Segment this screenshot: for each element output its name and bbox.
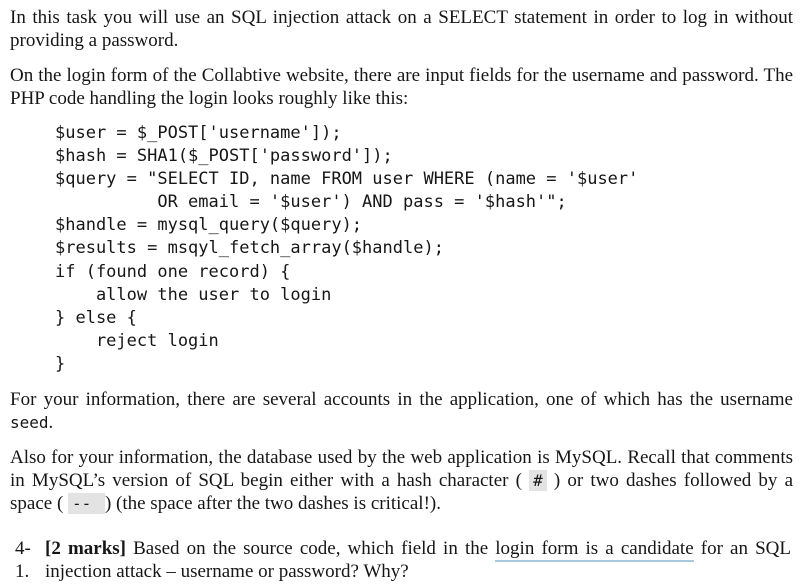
code-line-close-brace: }	[55, 353, 66, 374]
code-line-if: if (found one record) {	[55, 261, 291, 282]
code-line-allow: allow the user to login	[55, 284, 332, 305]
code-line-hash: $hash = SHA1($_POST['password']);	[55, 146, 393, 167]
code-line-query-2: OR email = '$user') AND pass = '$hash'";	[55, 192, 567, 213]
accounts-text-after: .	[48, 412, 54, 434]
underlined-phrase: login form is a candidate	[495, 538, 694, 563]
question-number: 4-1.	[15, 538, 31, 583]
code-line-results: $results = msqyl_fetch_array($handle);	[55, 238, 444, 259]
paragraph-mysql-comments: Also for your information, the database …	[10, 446, 793, 515]
question-marks: [2 marks]	[45, 538, 126, 560]
php-code-block: $user = $_POST['username']); $hash = SHA…	[55, 122, 793, 376]
code-line-user: $user = $_POST['username']);	[55, 123, 342, 143]
hash-comment-token: #	[529, 470, 547, 492]
question-4-1: 4-1. [2 marks] Based on the source code,…	[10, 537, 793, 583]
mysql-text-before-hash: Also for your information, the database …	[10, 447, 793, 492]
question-text-after-underline: for an SQL injection attack – username o…	[45, 538, 791, 583]
paragraph-accounts: For your information, there are several …	[10, 388, 793, 434]
accounts-text-before: For your information, there are several …	[10, 389, 793, 411]
mysql-text-between: ) or two dashes followed by a space (	[10, 470, 794, 515]
code-line-query-1: $query = "SELECT ID, name FROM user WHER…	[55, 169, 639, 190]
question-text: [2 marks] Based on the source code, whic…	[45, 537, 793, 583]
mysql-text-after: ) (the space after the two dashes is cri…	[104, 493, 441, 515]
code-line-handle: $handle = mysql_query($query);	[55, 215, 363, 236]
username-seed-code: seed	[10, 413, 49, 433]
paragraph-login-form: On the login form of the Collabtive webs…	[10, 65, 793, 109]
paragraph-intro: In this task you will use an SQL injecti…	[10, 7, 793, 51]
code-line-else: } else {	[55, 307, 137, 328]
double-dash-comment-token: --	[68, 493, 105, 515]
code-line-reject: reject login	[55, 330, 219, 351]
question-text-before-underline: Based on the source code, which field in…	[126, 538, 496, 560]
